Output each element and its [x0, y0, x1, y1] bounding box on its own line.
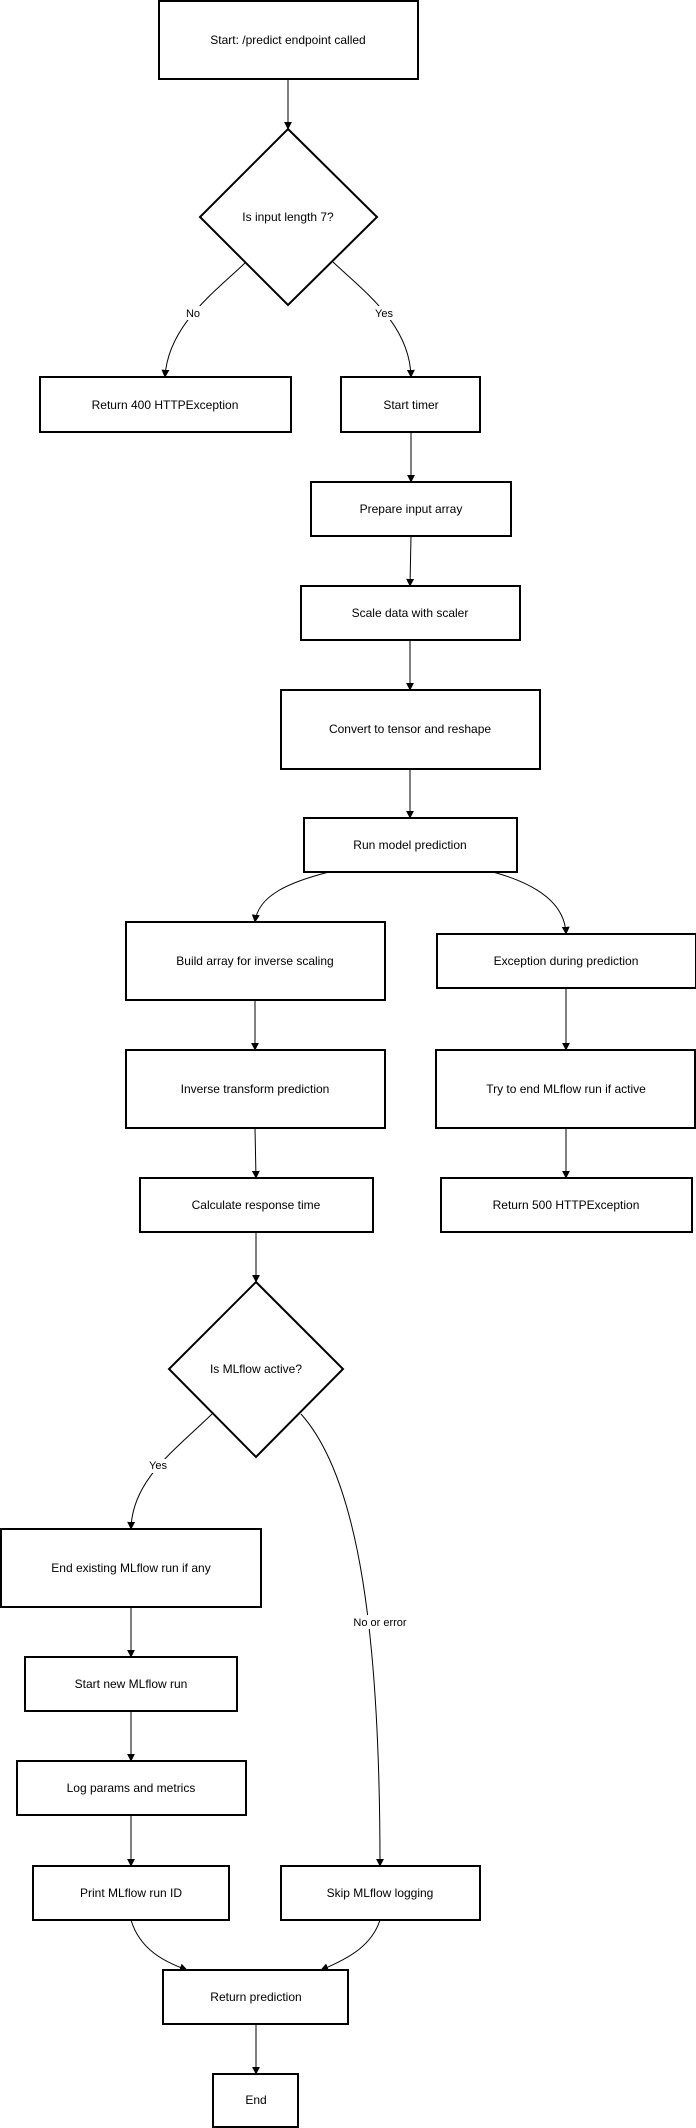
- node-start[interactable]: Start: /predict endpoint called: [158, 0, 419, 80]
- node-return-400[interactable]: Return 400 HTTPException: [39, 376, 292, 433]
- edge-mlflow-to-skip: [300, 1413, 384, 1867]
- edge-mlflow-to-endexisting: [127, 1413, 213, 1530]
- node-end-existing-run[interactable]: End existing MLflow run if any: [0, 1528, 262, 1608]
- edge-skip-to-retpred: [320, 1919, 381, 1971]
- node-try-end-mlflow[interactable]: Try to end MLflow run if active: [435, 1049, 696, 1129]
- node-start-new-run[interactable]: Start new MLflow run: [24, 1656, 238, 1712]
- edge-label-yes: Yes: [375, 308, 393, 320]
- decision-input-length[interactable]: Is input length 7?: [198, 127, 379, 307]
- node-exception-label: Exception during prediction: [494, 954, 639, 968]
- node-convert-tensor-label: Convert to tensor and reshape: [329, 722, 491, 736]
- node-print-run-id-label: Print MLflow run ID: [80, 1886, 182, 1900]
- edge-labels: No Yes Yes No or error: [146, 306, 412, 1629]
- node-convert-tensor[interactable]: Convert to tensor and reshape: [280, 689, 541, 770]
- node-end[interactable]: End: [212, 2073, 299, 2128]
- decision-mlflow-active[interactable]: Is MLflow active?: [167, 1280, 345, 1459]
- node-try-end-mlflow-label: Try to end MLflow run if active: [486, 1082, 646, 1096]
- node-skip-mlflow-label: Skip MLflow logging: [327, 1886, 434, 1900]
- node-exception[interactable]: Exception during prediction: [436, 933, 696, 989]
- node-prepare-input-label: Prepare input array: [360, 502, 463, 516]
- node-start-timer-label: Start timer: [383, 398, 438, 412]
- node-start-label: Start: /predict endpoint called: [210, 33, 365, 47]
- node-start-new-run-label: Start new MLflow run: [75, 1677, 188, 1691]
- edge-predict-to-build: [251, 871, 330, 923]
- edge-print-to-retpred: [130, 1919, 188, 1972]
- node-run-prediction-label: Run model prediction: [353, 838, 466, 852]
- node-response-time[interactable]: Calculate response time: [139, 1177, 374, 1233]
- edge-label-yes-mlflow: Yes: [149, 1460, 167, 1472]
- node-return-400-label: Return 400 HTTPException: [92, 398, 239, 412]
- node-scale-data[interactable]: Scale data with scaler: [300, 585, 521, 641]
- edge-label-no-or-error: No or error: [353, 1617, 407, 1629]
- node-build-inverse-array-label: Build array for inverse scaling: [176, 954, 333, 968]
- node-start-timer[interactable]: Start timer: [340, 376, 481, 433]
- node-print-run-id[interactable]: Print MLflow run ID: [32, 1865, 230, 1921]
- edge-check-to-ret400: [161, 261, 247, 378]
- node-scale-data-label: Scale data with scaler: [352, 606, 469, 620]
- edge-inv-to-resp: [251, 1127, 260, 1179]
- node-response-time-label: Calculate response time: [192, 1198, 321, 1212]
- edge-label-no: No: [186, 308, 200, 320]
- node-end-existing-run-label: End existing MLflow run if any: [51, 1561, 210, 1575]
- node-inverse-transform[interactable]: Inverse transform prediction: [125, 1049, 386, 1129]
- edge-predict-to-exc: [492, 871, 570, 935]
- node-run-prediction[interactable]: Run model prediction: [303, 817, 518, 873]
- node-log-params-label: Log params and metrics: [67, 1781, 196, 1795]
- decision-input-length-label: Is input length 7?: [242, 210, 334, 224]
- node-return-500[interactable]: Return 500 HTTPException: [440, 1177, 693, 1233]
- node-skip-mlflow[interactable]: Skip MLflow logging: [280, 1865, 481, 1921]
- node-inverse-transform-label: Inverse transform prediction: [181, 1082, 330, 1096]
- node-end-label: End: [245, 2093, 266, 2107]
- node-build-inverse-array[interactable]: Build array for inverse scaling: [125, 921, 386, 1001]
- node-return-prediction-label: Return prediction: [210, 1990, 301, 2004]
- node-log-params[interactable]: Log params and metrics: [16, 1760, 247, 1816]
- decision-mlflow-active-label: Is MLflow active?: [210, 1362, 302, 1376]
- node-return-500-label: Return 500 HTTPException: [493, 1198, 640, 1212]
- node-prepare-input[interactable]: Prepare input array: [310, 481, 512, 537]
- node-return-prediction[interactable]: Return prediction: [162, 1969, 349, 2025]
- edge-prep-to-scale: [406, 535, 415, 587]
- edges: [127, 79, 570, 2075]
